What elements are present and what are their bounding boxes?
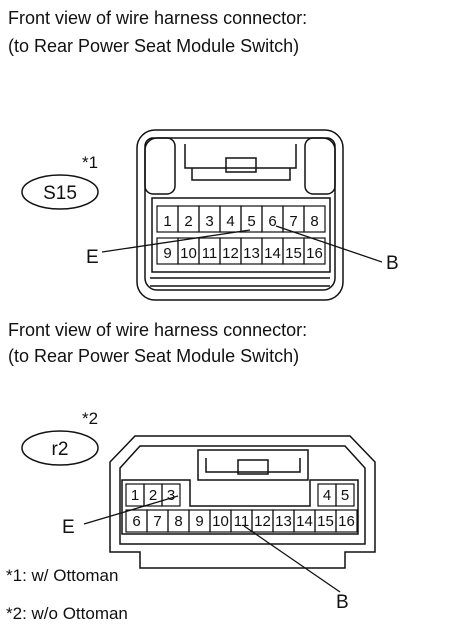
s15-pin-3: 3 xyxy=(205,213,213,230)
r2-pin-11: 11 xyxy=(234,513,250,530)
s15-pin-9: 9 xyxy=(163,245,171,262)
s15-pin-16: 16 xyxy=(306,245,323,262)
s15-pin-4: 4 xyxy=(226,213,234,230)
r2-pin-5: 5 xyxy=(341,487,349,504)
r2-label-oval xyxy=(21,430,99,466)
s15-pin-1: 1 xyxy=(163,213,171,230)
connector-r2-housing xyxy=(109,435,376,569)
r2-pin-8: 8 xyxy=(174,513,182,530)
r2-callout-b: B xyxy=(336,592,349,613)
s15-callout-b: B xyxy=(386,253,399,274)
r2-cell-5 xyxy=(335,483,355,507)
s15-pin-14: 14 xyxy=(264,245,281,262)
s15-pin-10: 10 xyxy=(180,245,197,262)
r2-pin-16: 16 xyxy=(338,513,355,530)
caption-2-line-2: (to Rear Power Seat Module Switch) xyxy=(8,346,300,366)
caption-2-line-1: Front view of wire harness connector: xyxy=(8,320,308,340)
s15-note-marker: *1 xyxy=(82,153,98,172)
r2-pin-6: 6 xyxy=(132,513,140,530)
r2-pin-12: 12 xyxy=(254,513,271,530)
r2-label: r2 xyxy=(52,439,69,460)
s15-callout-e: E xyxy=(86,247,99,268)
s15-pin-2: 2 xyxy=(184,213,192,230)
s15-callout-e-line xyxy=(101,229,251,253)
r2-callout-b-line xyxy=(243,525,341,593)
r2-callout-e: E xyxy=(62,517,75,538)
s15-pin-6: 6 xyxy=(268,213,276,230)
caption-1-line-1: Front view of wire harness connector: xyxy=(8,8,308,28)
s15-cell-16 xyxy=(303,237,326,265)
note-1: *1: w/ Ottoman xyxy=(6,566,119,585)
connector-s15-housing xyxy=(136,129,344,301)
s15-pin-5: 5 xyxy=(247,213,255,230)
s15-label-oval xyxy=(21,174,99,210)
r2-pin-7: 7 xyxy=(153,513,161,530)
s15-pin-12: 12 xyxy=(222,245,239,262)
r2-pin-2: 2 xyxy=(149,487,157,504)
r2-pin-1: 1 xyxy=(131,487,139,504)
r2-cell-16 xyxy=(335,509,358,533)
note-2: *2: w/o Ottoman xyxy=(6,604,128,623)
r2-pin-4: 4 xyxy=(323,487,331,504)
r2-pin-9: 9 xyxy=(195,513,203,530)
r2-cell-3 xyxy=(161,483,181,507)
s15-callout-b-line xyxy=(275,225,383,263)
r2-callout-e-line xyxy=(83,495,179,525)
r2-pin-10: 10 xyxy=(212,513,229,530)
s15-pin-7: 7 xyxy=(289,213,297,230)
s15-pin-11: 11 xyxy=(202,245,218,262)
s15-pin-15: 15 xyxy=(285,245,302,262)
r2-pin-15: 15 xyxy=(317,513,334,530)
r2-note-marker: *2 xyxy=(82,409,98,428)
caption-1-line-2: (to Rear Power Seat Module Switch) xyxy=(8,36,300,56)
s15-pin-13: 13 xyxy=(243,245,260,262)
s15-label: S15 xyxy=(43,183,77,204)
r2-pin-13: 13 xyxy=(275,513,292,530)
r2-pin-14: 14 xyxy=(296,513,313,530)
s15-cell-8 xyxy=(303,205,326,233)
r2-pin-3: 3 xyxy=(167,487,175,504)
s15-pin-8: 8 xyxy=(310,213,318,230)
